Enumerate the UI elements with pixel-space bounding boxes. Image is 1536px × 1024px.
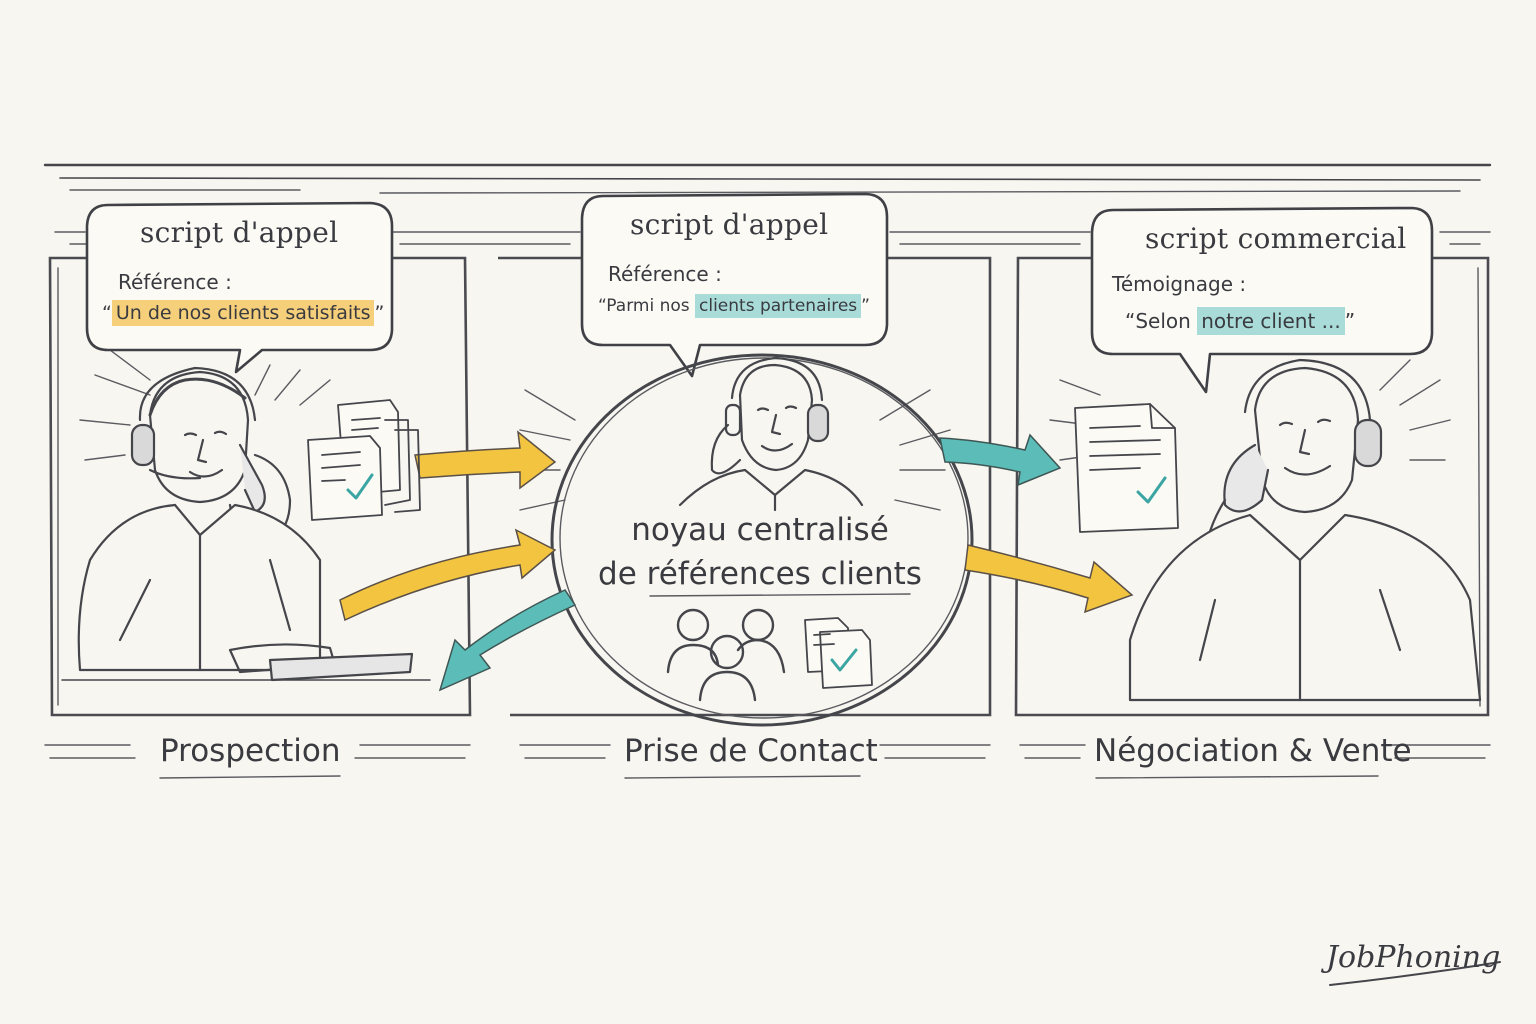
bubble-title-negociation: script commercial [1145, 222, 1407, 255]
agent-prospection [61, 366, 431, 682]
core-line-2: de références clients [598, 556, 922, 592]
quote-prefix: “Parmi nos [598, 296, 696, 316]
quote-prefix: “Selon [1125, 309, 1198, 333]
bubble-title-contact: script d'appel [630, 208, 829, 241]
quote-contact: “Parmi nos clients partenaires” [598, 294, 870, 318]
testimonial-label-negociation: Témoignage : [1112, 272, 1247, 296]
stage-label-contact: Prise de Contact [624, 733, 878, 769]
stage-label-rules [44, 744, 1491, 779]
brand-underline [1329, 961, 1501, 986]
quote-close: ” [861, 296, 870, 316]
checklist-icon [804, 617, 873, 689]
reference-label-contact: Référence : [608, 262, 722, 286]
agent-negociation [1128, 358, 1482, 702]
document-stack-icon [307, 399, 421, 521]
speech-bubble-prospection [85, 201, 394, 374]
stage-label-prospection: Prospection [160, 733, 341, 769]
arrow-yellow-right [964, 544, 1134, 614]
brand-logo: JobPhoning [1326, 940, 1501, 975]
people-group-icon [666, 608, 786, 702]
core-title: noyau centralisé de références clients [590, 508, 930, 596]
reference-label-prospection: Référence : [118, 270, 232, 294]
arrows [339, 430, 1134, 692]
speech-bubble-contact [580, 192, 889, 378]
quote-highlight-negociation: notre client ... [1197, 307, 1345, 335]
quote-highlight-contact: clients partenaires [695, 294, 862, 318]
arrow-teal-back [438, 589, 577, 692]
arrow-yellow-mid [339, 528, 557, 622]
document-icon [1074, 403, 1179, 533]
agent-contact [678, 356, 864, 512]
quote-highlight-prospection: Un de nos clients satisfaits [111, 300, 375, 326]
top-rules [43, 163, 1492, 245]
quote-close: ” [1344, 309, 1356, 333]
quote-prospection: “Un de nos clients satisfaits” [102, 300, 385, 326]
core-underline [649, 593, 911, 597]
quote-open: “ [102, 302, 112, 324]
quote-close: ” [374, 302, 385, 324]
quote-negociation: “Selon notre client ...” [1125, 307, 1356, 335]
central-circle [550, 353, 974, 727]
core-line-1: noyau centralisé [631, 512, 889, 548]
stage-label-negociation: Négociation & Vente [1094, 733, 1412, 769]
bubble-title-prospection: script d'appel [140, 216, 339, 249]
speech-bubble-negociation [1090, 206, 1434, 394]
arrow-yellow-top [414, 430, 557, 490]
arrow-teal-right [939, 433, 1062, 487]
